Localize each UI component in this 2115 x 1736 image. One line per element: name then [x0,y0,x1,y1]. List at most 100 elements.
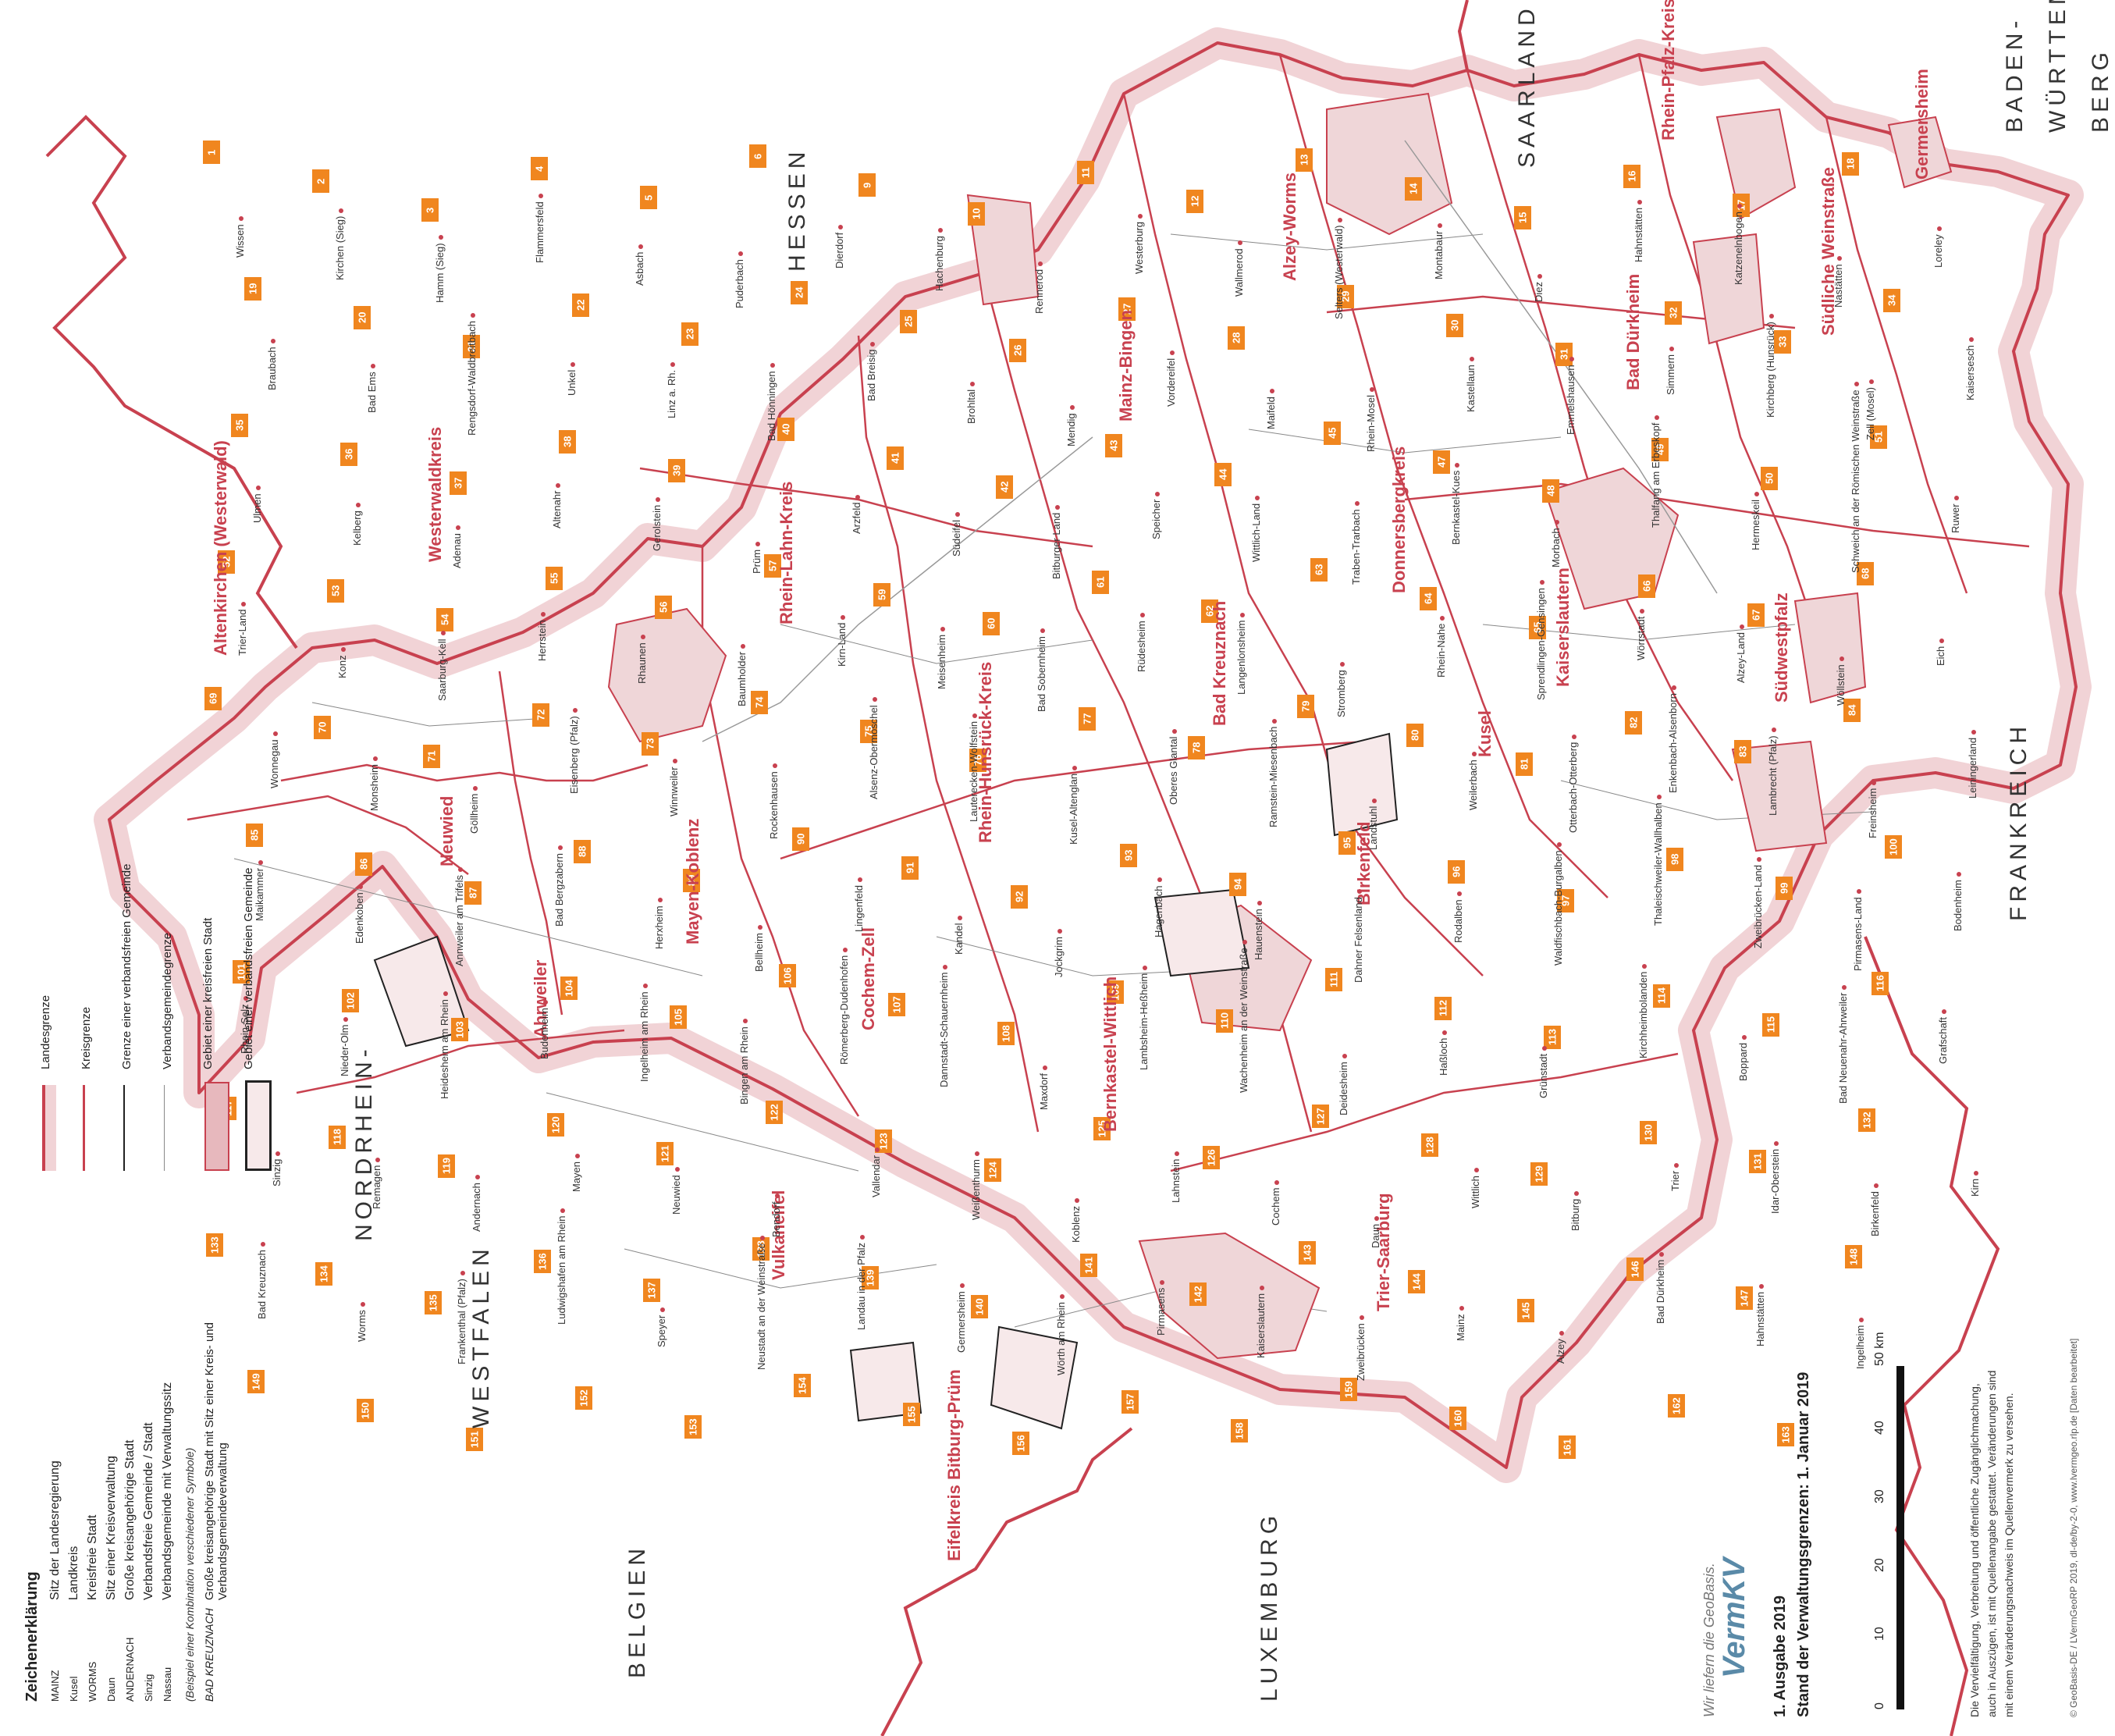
town-marker [1254,495,1260,500]
district-number-box: 79 [1297,695,1314,718]
town-label: Cochem [1270,1179,1281,1226]
town-label: Ulmen [251,486,263,523]
town-marker [1471,752,1477,757]
town-label: Lauterecken-Wolfstein [968,713,979,822]
legend-sample: Kusel [68,1676,80,1702]
town-marker [555,482,560,488]
town-label: Kusel-Altenglan [1068,765,1079,845]
town-marker [572,708,578,713]
district-number-box: 55 [546,567,563,590]
town-marker [1537,273,1542,279]
district-number-box: 87 [464,881,482,905]
town-marker [954,512,960,518]
district-number-box: 30 [1446,314,1463,337]
town-label: Westerburg [1133,214,1145,274]
district-number-box: 86 [355,852,372,876]
town-label: Konz [336,647,348,678]
town-marker [472,785,478,791]
town-label: Andernach [471,1175,482,1232]
town-label: Braubach [266,339,278,390]
town-label: Idar-Oberstein [1769,1140,1781,1214]
line-legend-swatch [83,1085,85,1171]
town-marker [1771,727,1776,733]
district-number-box: 78 [1188,736,1205,760]
district-label: Bernkastel-Wittlich [1100,976,1120,1132]
town-label: Traben-Trarbach [1350,501,1362,585]
district-label: Mainz-Bingen [1116,310,1136,422]
town-label: Südeifel [951,512,962,557]
town-label: Alsenz-Obermoschel [868,697,880,799]
town-marker [1057,928,1062,934]
town-label: Worms [356,1302,368,1342]
town-marker [1571,734,1576,739]
town-marker [1459,1306,1464,1311]
town-label: Bellheim [753,925,765,972]
line-legend-swatch [164,1085,165,1171]
district-number-box: 145 [1517,1299,1534,1322]
legend-sample: Nassau [162,1667,173,1702]
country-border-belgium [880,1427,1133,1736]
district-number-box: 60 [983,612,1000,635]
town-label: Kirchberg (Hunsrück) [1765,314,1776,418]
town-label: Mayen [571,1153,582,1192]
district-number-box: 14 [1405,177,1422,201]
town-label: Zweibrücken [1355,1315,1367,1381]
town-marker [1157,877,1162,883]
town-marker [1856,889,1861,895]
town-marker [740,643,745,649]
district-label: Kaiserslautern [1553,567,1573,687]
town-marker [1758,1283,1764,1289]
country-label-luxemburg: LUXEMBURG [1257,1510,1282,1702]
town-marker [1242,940,1247,945]
town-marker [1337,217,1342,222]
town-marker [872,697,877,703]
town-label: Diez [1533,273,1544,302]
district-number-box: 28 [1228,326,1245,350]
scale-tick-label: 0 [1873,1702,1886,1709]
town-marker [1756,857,1761,863]
town-marker [774,1194,780,1199]
district-number-box: 71 [423,745,440,768]
district-number-box: 50 [1761,467,1778,490]
town-marker [540,612,546,617]
town-marker [560,1208,565,1213]
district-number-box: 44 [1214,463,1232,486]
town-marker [1858,1317,1864,1322]
district-number-box: 124 [984,1158,1001,1182]
town-label: Bodenheim [1952,872,1964,931]
town-label: Landstuhl [1367,798,1379,850]
town-label: Baumholder [736,643,748,706]
district-number-box: 131 [1749,1150,1766,1173]
town-label: Unkel [566,361,578,396]
legend-text: Sitz der Landesregierung [48,1460,62,1600]
district-number-box: 41 [887,446,904,470]
town-marker [1369,387,1374,393]
district-number-box: 120 [547,1113,564,1137]
town-label: Lingenfeld [853,877,865,932]
district-number-box: 37 [450,471,467,495]
town-marker [1239,612,1245,617]
town-label: Wachenheim an der Weinstraße [1238,940,1249,1093]
town-label: Altenahr [551,482,563,528]
town-marker [759,1235,765,1240]
town-marker [1556,842,1562,848]
town-marker [1641,963,1647,969]
town-marker [672,759,677,764]
country-label-bw-1: BADEN- [2002,16,2028,133]
town-marker [1174,1151,1179,1156]
country-label-hessen: HESSEN [784,147,810,272]
town-marker [1454,462,1459,468]
town-label: Kirchheimbolanden [1637,963,1649,1058]
town-marker [638,244,643,249]
town-label: Pirmasens-Land [1852,889,1864,971]
town-marker [1139,613,1145,618]
town-marker [1939,638,1944,643]
town-label: Ramstein-Miesenbach [1267,718,1279,827]
town-marker [1936,226,1942,232]
district-number-box: 142 [1189,1282,1207,1306]
town-marker [957,915,962,920]
town-marker [1968,337,1974,343]
town-label: Thaleischweiler-Wallhalben [1652,795,1664,926]
town-marker [1259,1285,1264,1290]
